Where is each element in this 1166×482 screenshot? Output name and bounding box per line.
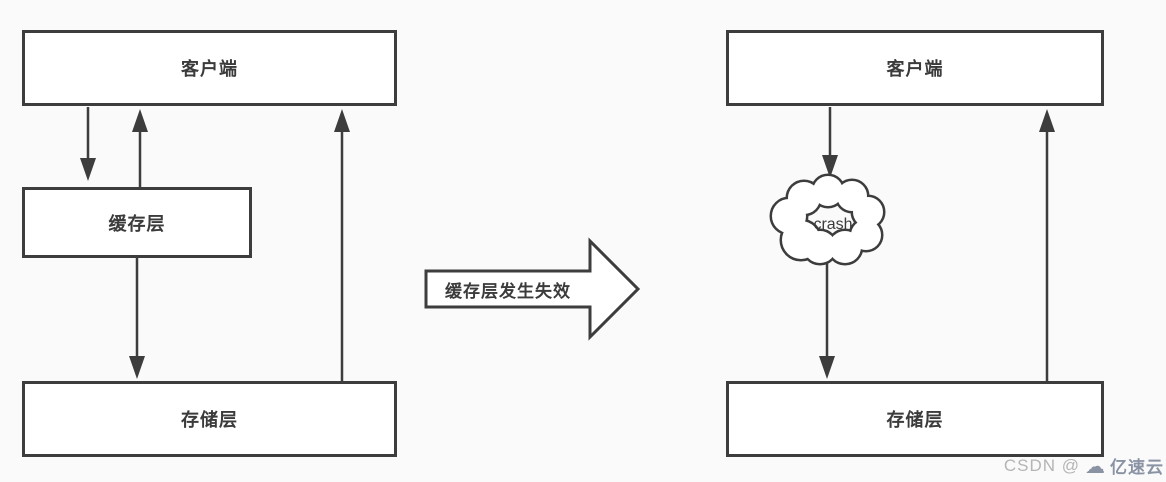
arrow-cache-to-client [132,109,148,187]
before-client-label: 客户端 [181,59,238,79]
arrow-cache-to-storage [129,258,145,379]
before-storage-box: 存储层 [22,381,397,457]
watermark-brand: 亿速云 [1110,458,1164,477]
after-storage-box: 存储层 [726,381,1104,457]
arrow-client-to-cache [80,107,96,181]
arrow-crash-to-storage [819,262,835,379]
after-client-box: 客户端 [726,30,1104,106]
arrow-client-to-crash [822,107,838,178]
after-client-label: 客户端 [886,59,944,79]
before-client-box: 客户端 [22,30,397,106]
transition-arrow-label: 缓存层发生失效 [445,282,571,301]
watermark: CSDN @ ☁ 亿速云 [1004,453,1164,478]
yisu-cloud-icon: ☁ [1085,453,1105,478]
before-cache-label: 缓存层 [108,213,166,234]
arrow-storage-to-client [334,109,350,381]
watermark-prefix: CSDN @ [1003,455,1080,475]
crash-cloud-label: crash [813,216,853,233]
arrow-storage-to-client-right [1039,109,1055,381]
before-storage-label: 存储层 [181,410,238,430]
after-storage-label: 存储层 [886,410,944,430]
transition-arrow-shape [424,237,641,341]
crash-cloud-shape [769,173,886,266]
before-cache-box: 缓存层 [22,187,252,258]
